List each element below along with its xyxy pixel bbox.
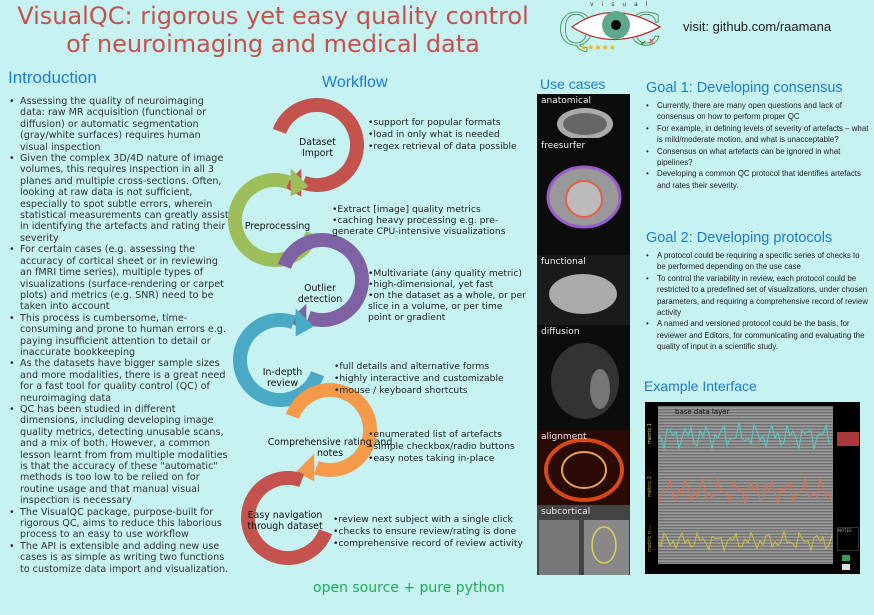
use-case-alignment: alignment [537,430,630,505]
step-label: In-depth review [262,367,303,389]
workflow-arrow [241,471,333,565]
step-label: Preprocessing [244,221,311,232]
goal-bullet: Currently, there are many open questions… [645,100,870,123]
svg-text:★★★★★: ★★★★★ [580,43,616,52]
next-button[interactable] [842,555,850,561]
use-case-diffusion: diffusion [537,325,630,430]
point: review next subject with a single click [333,514,523,526]
use-case-subcortical: subcortical [537,505,630,575]
arrowhead-icon [296,453,315,482]
metric-trace [658,422,833,450]
step-points: review next subject with a single click … [333,514,523,550]
workflow-heading: Workflow [322,74,388,91]
example-heading: Example Interface [644,378,757,394]
point: regex retrieval of data possible [368,141,516,153]
point: enumerated list of artefacts [368,429,515,441]
step-label: Easy navigation through dataset [247,510,323,532]
point: mouse / keyboard shortcuts [334,385,504,397]
workflow-arrow [277,233,369,327]
workflow-arrow [272,98,364,192]
point: full details and alternative forms [334,361,504,373]
goal-bullet: Developing a common QC protocol that ide… [645,168,870,191]
step-label: Comprehensive rating and notes [267,437,393,459]
arrowhead-icon [290,168,309,197]
goal-bullet: A protocol could be requiring a specific… [645,250,870,273]
intro-bullet: This process is cumbersome, time-consumi… [8,313,230,359]
use-case-functional: functional [537,255,630,325]
use-case-label: diffusion [541,327,580,337]
step-points: Multivariate (any quality metric) high-d… [368,268,528,323]
intro-bullet: The VisualQC package, purpose-built for … [8,507,230,541]
use-case-freesurfer: freesurfer [537,139,630,255]
outlier-alert [837,432,859,446]
point: Multivariate (any quality metric) [368,268,528,279]
svg-text:✘: ✘ [648,37,655,46]
intro-heading: Introduction [8,68,97,87]
point: easy notes taking in-place [368,453,515,465]
point: comprehensive record of review activity [333,538,523,550]
goal1-bullets: Currently, there are many open questions… [645,100,870,191]
intro-bullets: Assessing the quality of neuroimaging da… [8,96,230,575]
point: load in only what is needed [368,129,517,141]
metric-label: metric 2 ... [647,469,653,497]
metric-trace [658,529,833,553]
intro-bullet: QC has been studied in different dimensi… [8,404,230,507]
use-cases-heading: Use cases [540,76,606,92]
point: simple checkbox/radio buttons [368,441,514,453]
svg-text:✔: ✔ [640,39,647,48]
use-case-label: subcortical [541,507,591,517]
use-case-label: alignment [541,432,587,442]
goal2-heading: Goal 2: Developing protocols [646,230,833,246]
use-case-label: freesurfer [541,141,586,151]
intro-bullet: The API is extensible and adding new use… [8,541,230,575]
use-case-anatomical: anatomical [537,94,630,139]
point: highly interactive and customizable [334,373,503,385]
point: caching heavy processing e.g. pre-genera… [332,215,512,237]
quit-button[interactable] [842,564,850,570]
goal-bullet: Consensus on what artefacts can be ignor… [645,146,870,169]
use-case-label: functional [541,257,586,267]
notes-box[interactable]: NOTES [837,527,859,551]
layer-label: base data layer [675,408,730,416]
goal-bullet: A named and versioned protocol could be … [645,318,870,352]
point: on the dataset as a whole, or per slice … [368,290,528,323]
step-points: support for popular formats load in only… [368,117,517,153]
intro-bullet: For certain cases (e.g. assessing the ac… [8,244,230,312]
intro-bullet: Given the complex 3D/4D nature of image … [8,153,230,244]
goal-bullet: To control the variability in review, ea… [645,273,870,319]
step-label: Dataset Import [299,137,336,159]
github-link[interactable]: visit: github.com/raamana [683,19,832,34]
example-interface-screenshot: base data layer metric 1 metric 2 ... me… [645,402,860,574]
metric-label: metric 1 [647,423,653,444]
point: support for popular formats [368,117,517,129]
step-points: full details and alternative forms highl… [334,361,504,397]
point: Extract [image] quality metrics [332,204,512,216]
open-source-tagline: open source + pure python [313,580,505,596]
poster-title: VisualQC: rigorous yet easy quality cont… [17,2,529,58]
step-label: Outlier detection [297,283,343,305]
goal1-heading: Goal 1: Developing consensus [646,80,843,96]
intro-bullet: Assessing the quality of neuroimaging da… [8,96,230,153]
workflow-arrow [285,383,377,477]
step-points: enumerated list of artefacts simple chec… [368,429,515,465]
metric-traces [658,422,833,553]
point: checks to ensure review/rating is done [333,526,523,538]
intro-bullet: As the datasets have bigger sample sizes… [8,358,230,404]
point: high-dimensional, yet fast [368,279,528,290]
visualqc-logo: Q C visual ★★★★★ ✔ ✘ [558,1,662,56]
svg-text:visual: visual [590,1,656,8]
use-case-label: anatomical [541,96,592,106]
metric-trace [658,477,833,505]
goal-bullet: For example, in defining levels of sever… [645,123,870,146]
arrowhead-icon [295,308,314,337]
step-points: Extract [image] quality metrics caching … [332,204,512,237]
metric-label: metric n ... [647,524,653,552]
workflow-arrows [228,98,377,565]
goal2-bullets: A protocol could be requiring a specific… [645,250,870,353]
